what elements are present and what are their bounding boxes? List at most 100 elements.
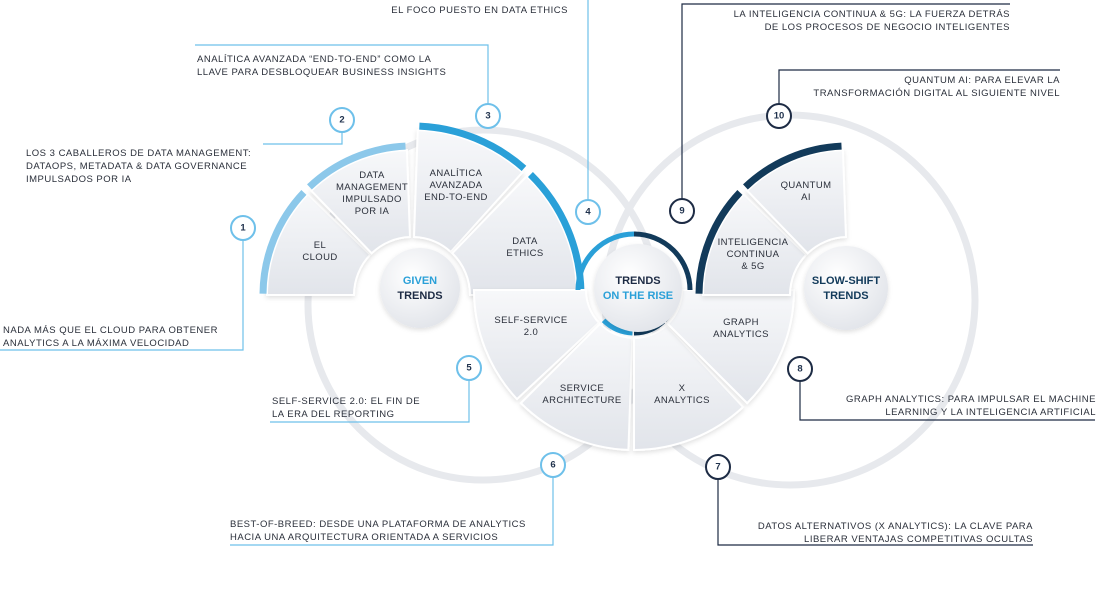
segment-analitica xyxy=(412,122,527,254)
callout-line: IMPULSADOS POR IA xyxy=(26,174,132,185)
badge-circle xyxy=(705,454,731,480)
segment-el-cloud xyxy=(259,190,372,296)
leader-line-9 xyxy=(681,3,1010,211)
segment-quantum xyxy=(743,142,848,255)
segment-label-line: DATA xyxy=(359,170,385,181)
segment-accent-arc xyxy=(695,190,743,294)
callout-3: ANALÍTICA AVANZADA “END-TO-END” COMO LA L… xyxy=(197,54,446,78)
callout-line: LOS 3 CABALLEROS DE DATA MANAGEMENT: xyxy=(26,148,251,159)
number-badge-1: 1 xyxy=(230,215,256,241)
callout-line: ANALÍTICA AVANZADA “END-TO-END” COMO LA xyxy=(197,54,432,65)
segment-label-line: & 5G xyxy=(741,261,764,272)
number-badge-9: 9 xyxy=(669,198,695,224)
hub-subtitle: ON THE RISE xyxy=(603,290,673,302)
segment-shape xyxy=(519,322,634,451)
callout-line: LA INTELIGENCIA CONTINUA & 5G: LA FUERZA… xyxy=(734,9,1010,20)
callout-line: SELF-SERVICE 2.0: EL FIN DE xyxy=(272,396,420,407)
segment-label-line: AVANZADA xyxy=(430,180,483,191)
hub-subtitle: TRENDS xyxy=(397,290,442,302)
callout-1: NADA MÁS QUE EL CLOUD PARA OBTENER ANALYT… xyxy=(3,325,218,349)
badge-number: 5 xyxy=(466,363,472,374)
callout-2: LOS 3 CABALLEROS DE DATA MANAGEMENT:DATA… xyxy=(26,148,251,185)
callout-line: HACIA UNA ARQUITECTURA ORIENTADA A SERVI… xyxy=(230,532,498,543)
badge-circle xyxy=(575,199,601,225)
badge-circle xyxy=(230,215,256,241)
segment-label-line: QUANTUM xyxy=(781,180,832,191)
callout-line: LA ERA DEL REPORTING xyxy=(272,409,394,420)
number-badge-3: 3 xyxy=(475,103,501,129)
badge-number: 4 xyxy=(585,207,591,218)
callout-4: EL FOCO PUESTO EN DATA ETHICS xyxy=(391,5,568,16)
callout-9: LA INTELIGENCIA CONTINUA & 5G: LA FUERZA… xyxy=(734,9,1010,33)
segment-shape xyxy=(633,323,745,452)
segment-label-line: SELF-SERVICE xyxy=(494,315,567,326)
badge-number: 1 xyxy=(240,223,246,234)
callout-line: TRANSFORMACIÓN DIGITAL AL SIGUIENTE NIVE… xyxy=(813,88,1060,99)
segment-label-line: IMPULSADO xyxy=(342,194,402,205)
leader-lines xyxy=(0,0,1095,546)
number-badge-7: 7 xyxy=(705,454,731,480)
callout-line: ANALYTICS A LA MÁXIMA VELOCIDAD xyxy=(3,338,189,349)
hub-circle xyxy=(380,248,460,328)
badge-number: 6 xyxy=(550,460,555,471)
hub-given-trends: GIVEN TRENDS xyxy=(380,248,460,328)
badge-number: 8 xyxy=(797,364,802,375)
leader-line-6 xyxy=(230,465,554,546)
badge-number: 9 xyxy=(679,206,684,217)
segment-shape xyxy=(412,129,524,254)
segment-shape xyxy=(472,289,601,401)
badge-circle xyxy=(787,356,813,382)
callout-line: DE LOS PROCESOS DE NEGOCIO INTELIGENTES xyxy=(765,22,1010,33)
segment-self-service xyxy=(472,289,601,401)
hub-circle xyxy=(804,246,888,330)
leader-line-7 xyxy=(717,467,1033,546)
callout-8: GRAPH ANALYTICS: PARA IMPULSAR EL MACHIN… xyxy=(846,394,1096,418)
callout-line: LIBERAR VENTAJAS COMPETITIVAS OCULTAS xyxy=(804,534,1033,545)
number-badge-5: 5 xyxy=(456,355,482,381)
hub-subtitle: TRENDS xyxy=(823,290,868,302)
segment-accent-arc xyxy=(601,318,633,336)
number-badge-6: 6 xyxy=(540,452,566,478)
segment-label-line: AI xyxy=(801,192,811,203)
segment-shape xyxy=(265,192,372,296)
callout-5: SELF-SERVICE 2.0: EL FIN DE LA ERA DEL RE… xyxy=(272,396,420,420)
leader-line-3 xyxy=(195,44,489,116)
segment-accent-arc xyxy=(419,122,527,172)
leader-line-8 xyxy=(799,369,1095,421)
hub-circle xyxy=(594,244,682,332)
segment-label-line: ETHICS xyxy=(506,248,543,259)
badge-number: 2 xyxy=(339,115,344,126)
leader-line-5 xyxy=(270,368,470,423)
callout-7: DATOS ALTERNATIVOS (X ANALYTICS): LA CLA… xyxy=(758,521,1033,545)
segment-label-line: MANAGEMENT xyxy=(336,182,408,193)
segment-shape xyxy=(309,149,412,255)
segment-inteligencia xyxy=(695,190,808,296)
segment-label-line: CONTINUA xyxy=(727,249,780,260)
segment-label-line: ANALÍTICA xyxy=(430,168,483,179)
hub-title: GIVEN xyxy=(403,275,437,287)
callout-line: NADA MÁS QUE EL CLOUD PARA OBTENER xyxy=(3,325,218,336)
badge-circle xyxy=(766,103,792,129)
segment-label-line: 2.0 xyxy=(524,327,538,338)
callout-line: GRAPH ANALYTICS: PARA IMPULSAR EL MACHIN… xyxy=(846,394,1096,405)
callout-line: DATOS ALTERNATIVOS (X ANALYTICS): LA CLA… xyxy=(758,521,1033,532)
segment-label-line: INTELIGENCIA xyxy=(718,237,789,248)
number-badge-2: 2 xyxy=(329,107,355,133)
segment-accent-arc xyxy=(259,190,307,294)
number-badge-10: 10 xyxy=(766,103,792,129)
callout-line: LLAVE PARA DESBLOQUEAR BUSINESS INSIGHTS xyxy=(197,67,446,78)
badge-number: 10 xyxy=(774,111,785,122)
callout-line: LEARNING Y LA INTELIGENCIA ARTIFICIAL xyxy=(885,407,1096,418)
